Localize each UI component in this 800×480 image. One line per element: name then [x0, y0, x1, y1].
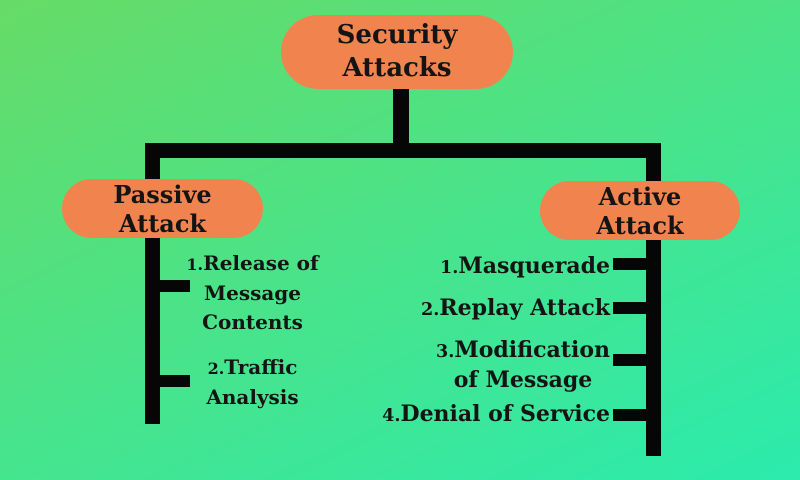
active-attack-node: Active Attack [540, 181, 740, 240]
item-text: Release of [203, 251, 319, 275]
item-line: Contents [202, 310, 303, 334]
active-item-denial-of-service: 4.Denial of Service [382, 400, 610, 430]
item-line: Analysis [206, 385, 299, 409]
active-item-replay-attack: 2.Replay Attack [421, 294, 610, 324]
active-tick-1 [613, 258, 647, 270]
item-line: of Message [453, 367, 593, 393]
passive-attack-node: Passive Attack [62, 179, 263, 238]
item-text: Masquerade [458, 253, 610, 279]
connector-root-stem [393, 86, 409, 146]
active-item-masquerade: 1.Masquerade [440, 252, 610, 282]
item-line: 1.Release of [160, 249, 345, 279]
item-line: 3.Modification [436, 336, 610, 366]
item-text: Traffic [224, 355, 298, 379]
active-tick-4 [613, 409, 647, 421]
item-text: Modification [454, 337, 610, 363]
root-node-security-attacks: Security Attacks [281, 15, 513, 89]
item-number: 1. [186, 255, 204, 274]
passive-item-release-of-message-contents: 1.Release of Message Contents [160, 249, 345, 337]
item-line: Message [203, 281, 302, 305]
active-tick-2 [613, 302, 647, 314]
passive-node-label-line2: Attack [118, 208, 207, 238]
item-line: 2.Traffic [160, 353, 345, 383]
item-number: 2. [421, 299, 440, 320]
passive-tick-1 [157, 280, 190, 292]
passive-tick-2 [157, 375, 190, 387]
item-number: 1. [440, 257, 459, 278]
item-number: 2. [207, 359, 225, 378]
active-node-label-line1: Active [598, 181, 682, 211]
connector-horizontal [145, 143, 661, 158]
active-tick-3 [613, 354, 647, 366]
root-node-label-line2: Attacks [342, 53, 452, 83]
item-number: 3. [436, 341, 455, 362]
passive-node-label-line1: Passive [113, 179, 212, 209]
item-text: Denial of Service [400, 401, 610, 427]
root-node-label-line1: Security [336, 20, 458, 50]
item-number: 4. [382, 405, 401, 426]
passive-item-traffic-analysis: 2.Traffic Analysis [160, 353, 345, 412]
item-text: Replay Attack [439, 295, 610, 321]
active-node-label-line2: Attack [596, 210, 684, 240]
active-item-modification-of-message: 3.Modification of Message [436, 336, 610, 395]
